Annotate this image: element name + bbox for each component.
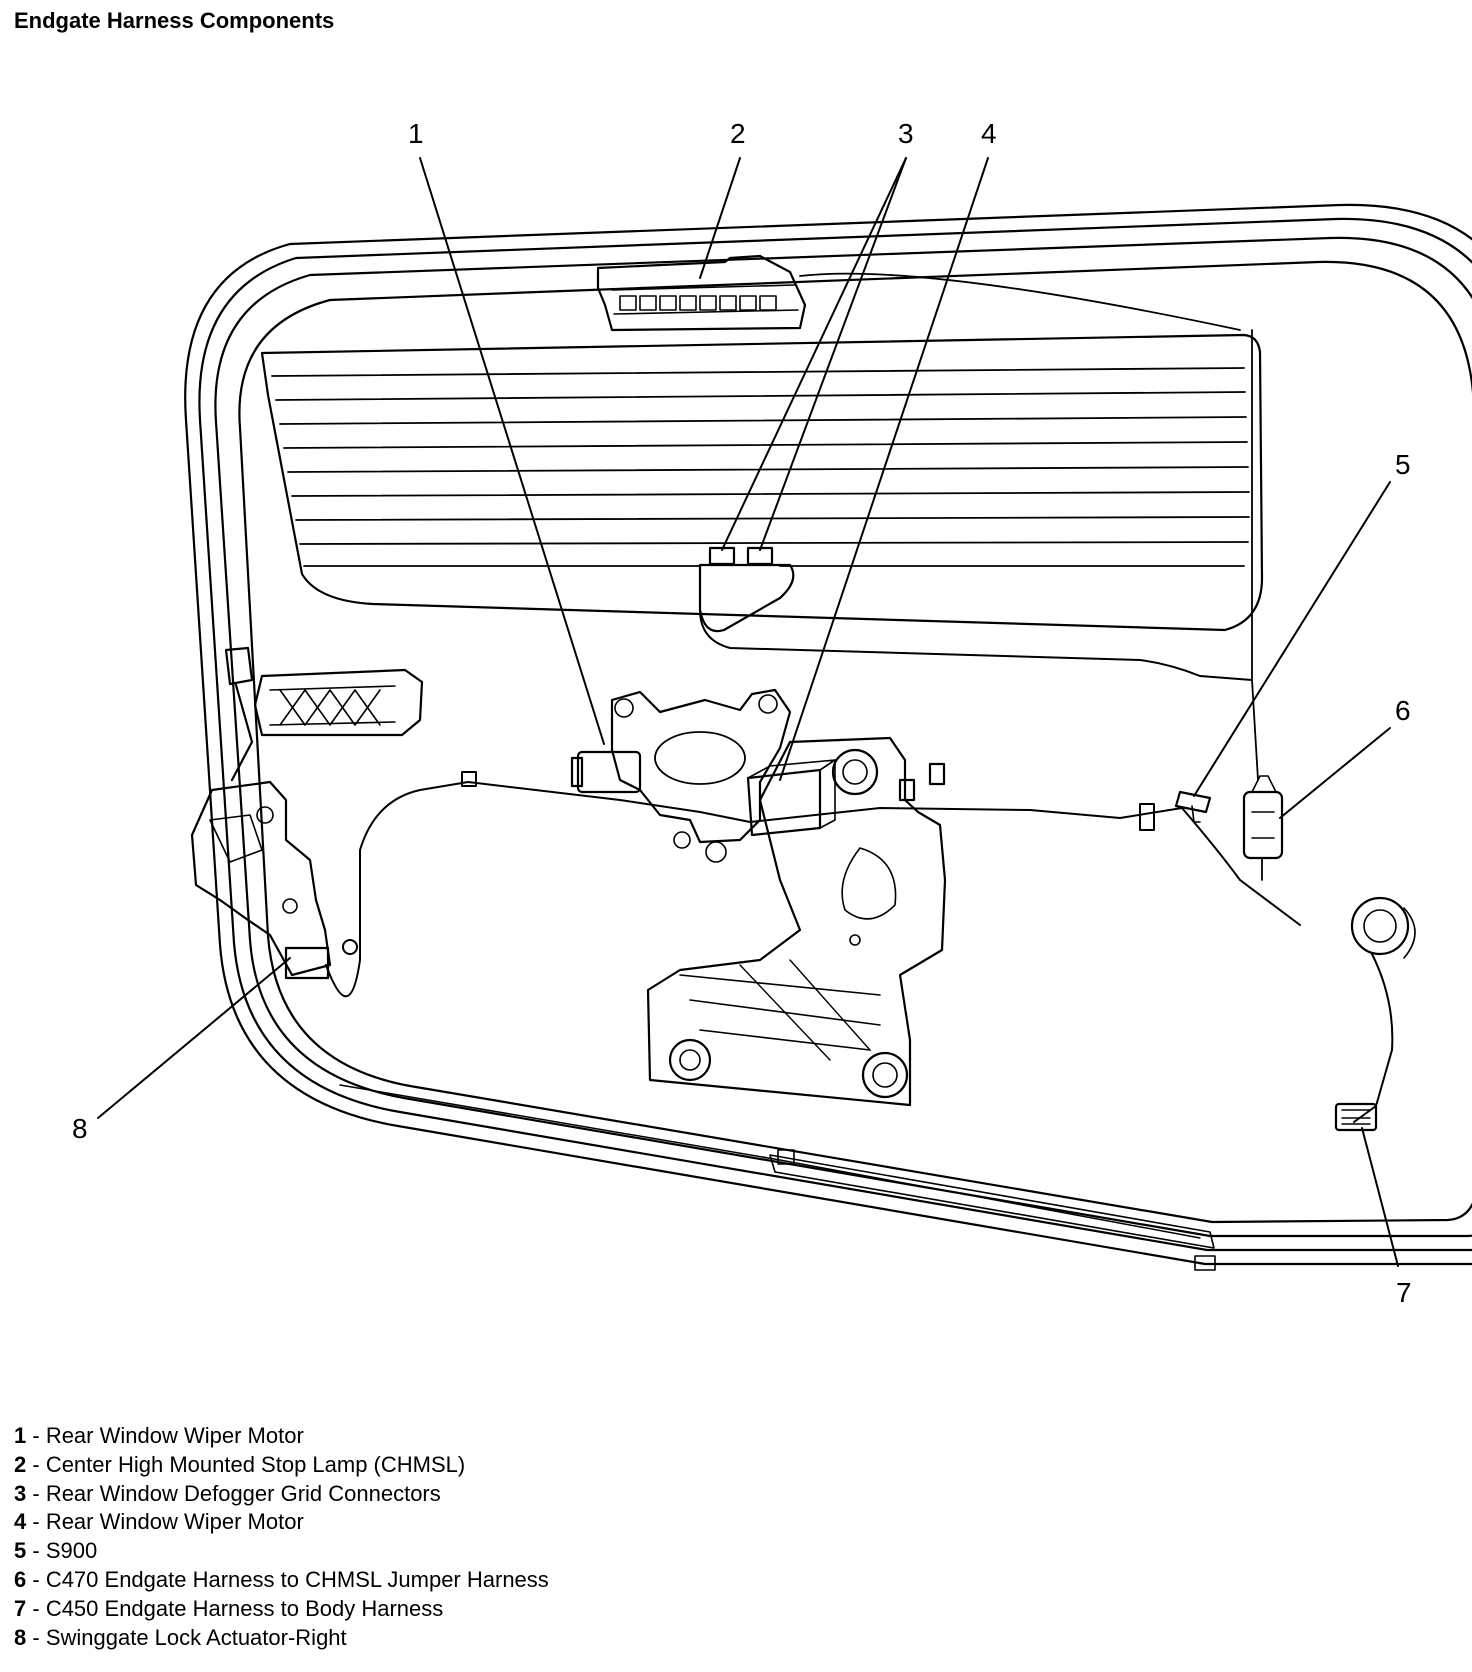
chmsl-lamp <box>596 254 1241 332</box>
defogger-grid-lines <box>271 367 1250 567</box>
legend-item-4: 4 - Rear Window Wiper Motor <box>14 1509 304 1535</box>
leader-7 <box>1361 1127 1399 1267</box>
leader-6 <box>1279 727 1391 819</box>
swinggate-lock-actuator <box>190 646 424 980</box>
wiper-mounting-plate <box>646 736 947 1107</box>
leader-3a <box>721 157 907 551</box>
leader-5 <box>1193 481 1391 797</box>
leader-4 <box>779 157 989 781</box>
c470-connector <box>1242 775 1284 881</box>
endgate-frame <box>184 203 1472 1271</box>
leader-lines <box>97 157 1399 1267</box>
diagram-title: Endgate Harness Components <box>14 8 335 33</box>
legend-item-5: 5 - S900 <box>14 1538 98 1564</box>
callout-5: 5 <box>1395 449 1411 480</box>
legend: 1 - Rear Window Wiper Motor 2 - Center H… <box>14 1422 549 1652</box>
legend-item-8: 8 - Swinggate Lock Actuator-Right <box>14 1624 347 1650</box>
callout-3: 3 <box>898 118 914 149</box>
s900-splice <box>1174 790 1212 823</box>
endgate-harness-routing <box>325 771 1301 998</box>
callout-6: 6 <box>1395 695 1411 726</box>
legend-item-1: 1 - Rear Window Wiper Motor <box>14 1423 304 1448</box>
callout-4: 4 <box>981 118 997 149</box>
rear-window-wiper-motor <box>570 688 836 863</box>
leader-1 <box>419 157 605 745</box>
legend-item-6: 6 - C470 Endgate Harness to CHMSL Jumper… <box>14 1566 549 1592</box>
legend-item-3: 3 - Rear Window Defogger Grid Connectors <box>14 1480 441 1506</box>
callout-1: 1 <box>408 118 424 149</box>
callout-2: 2 <box>730 118 746 149</box>
callout-7: 7 <box>1396 1277 1412 1308</box>
defogger-connectors <box>698 329 1259 781</box>
rear-window-glass <box>260 333 1264 632</box>
c450-connector <box>1334 896 1416 1132</box>
legend-item-2: 2 - Center High Mounted Stop Lamp (CHMSL… <box>14 1451 466 1477</box>
leader-8 <box>97 957 291 1119</box>
callout-8: 8 <box>72 1113 88 1144</box>
leader-2 <box>699 157 741 279</box>
leader-3b <box>759 157 907 551</box>
legend-item-7: 7 - C450 Endgate Harness to Body Harness <box>14 1595 444 1621</box>
